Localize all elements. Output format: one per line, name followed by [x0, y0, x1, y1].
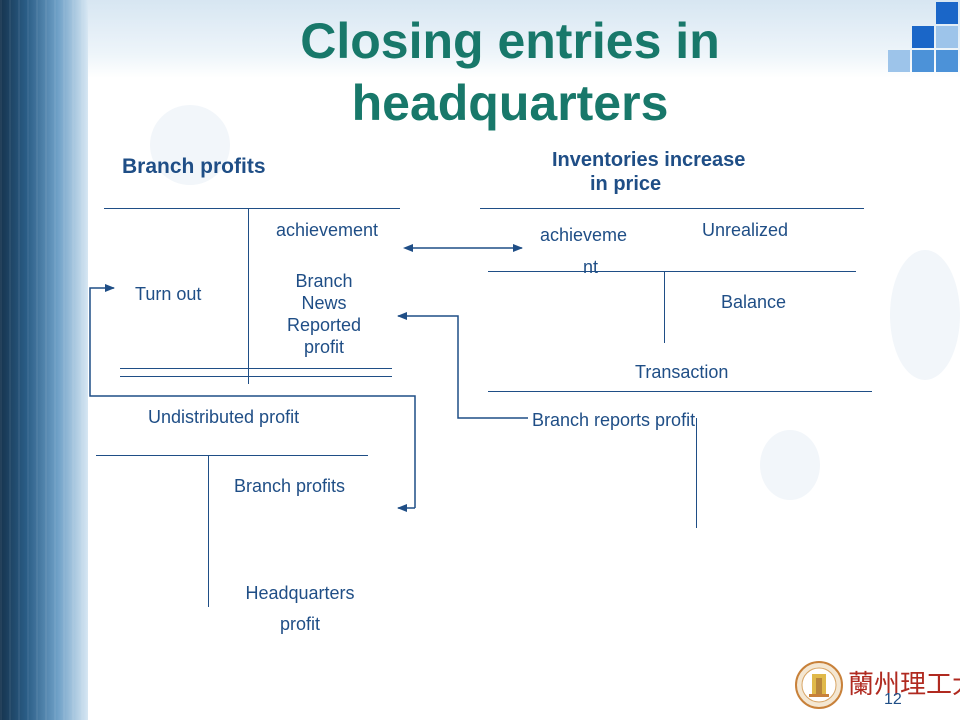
inventories-increase-heading: Inventories increase in price [552, 149, 746, 195]
arrow-to-branch-reported-profit [397, 312, 528, 419]
branch-profits-heading: Branch profits [122, 155, 266, 178]
branch-reported-profit-label: Branch News Reported profit [286, 271, 362, 357]
turn-out-debit-label: Turn out [135, 284, 202, 304]
headquarters-profit-label: Headquarters profit [245, 583, 355, 634]
page-number: 12 [884, 691, 902, 708]
header-band [88, 0, 960, 78]
transaction-label: Transaction [635, 362, 729, 382]
sidebar-decoration [0, 0, 88, 720]
background-circle-decoration [760, 430, 820, 500]
branch-reports-profit-title: Branch reports profit [532, 410, 696, 430]
branch-profits-credit-label: Branch profits [234, 476, 346, 496]
achievement-credit-label: achievement [276, 220, 379, 240]
achievement-header-label: achieveme nt [540, 225, 628, 277]
university-name: 蘭州理工大學 [848, 670, 960, 700]
arrow-to-turn-out [89, 284, 416, 508]
balance-credit-label: Balance [721, 292, 787, 312]
slide-title: Closing entries in headquarters [300, 13, 720, 131]
background-circle-decoration [150, 105, 230, 185]
background-circle-decoration [890, 250, 960, 380]
university-seal-logo [795, 661, 843, 709]
unrealized-header-label: Unrealized [702, 220, 789, 240]
undistributed-profit-title: Undistributed profit [148, 407, 300, 427]
